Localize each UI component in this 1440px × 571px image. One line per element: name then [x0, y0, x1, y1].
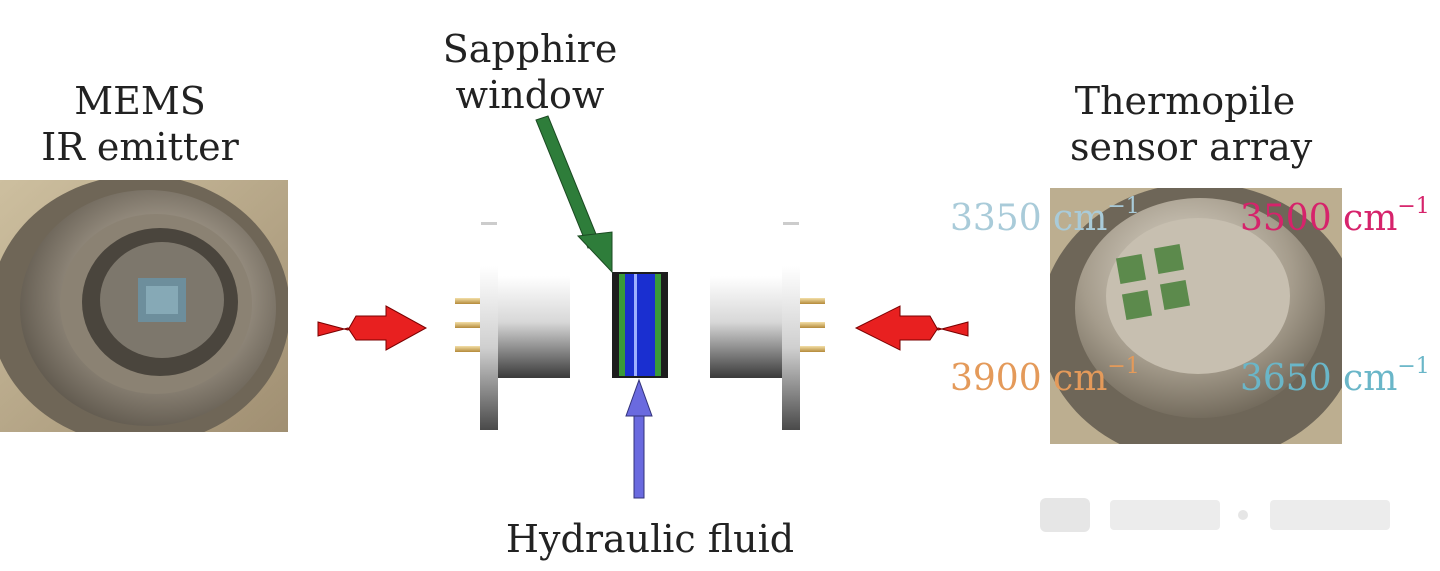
- wavenumber-3500-exp: −1: [1397, 194, 1430, 219]
- sensor-pin-3: [800, 346, 825, 352]
- wavenumber-3350-value: 3350 cm: [950, 198, 1108, 239]
- hydraulic-fluid-layer: [625, 274, 655, 376]
- thermopile-sensor-label: Thermopile sensor array: [1070, 78, 1313, 170]
- wavenumber-3650: 3650 cm−1: [1240, 354, 1430, 399]
- emitter-housing-flange: [480, 266, 498, 430]
- wavenumber-3650-exp: −1: [1397, 354, 1430, 379]
- sensor-housing-body: [710, 276, 782, 378]
- emitter-pin-3: [455, 346, 480, 352]
- thermopile-label-line1: Thermopile: [1074, 79, 1296, 123]
- sensor-pin-2: [800, 322, 825, 328]
- emitter-pin-2: [455, 322, 480, 328]
- thermopile-sensor-photo: [1050, 188, 1342, 444]
- sapphire-window-label: Sapphire window: [420, 26, 640, 118]
- mems-emitter-label: MEMS IR emitter: [40, 78, 240, 170]
- emitter-pin-1: [455, 298, 480, 304]
- wavenumber-3350-exp: −1: [1107, 194, 1140, 219]
- mems-label-line1: MEMS: [74, 79, 206, 123]
- wavenumber-3500: 3500 cm−1: [1240, 194, 1430, 239]
- mems-label-line2: IR emitter: [41, 125, 239, 169]
- hydraulic-fluid-label: Hydraulic fluid: [505, 517, 795, 561]
- wavenumber-3900: 3900 cm−1: [950, 354, 1140, 399]
- wavenumber-3350: 3350 cm−1: [950, 194, 1140, 239]
- wavenumber-3900-exp: −1: [1107, 354, 1140, 379]
- ir-beam-arrow-right: [854, 305, 969, 351]
- mems-emitter-photo: [0, 180, 288, 432]
- sapphire-label-line2: window: [455, 73, 605, 117]
- wavenumber-3900-value: 3900 cm: [950, 358, 1108, 399]
- sapphire-window-left: [619, 274, 625, 376]
- wavenumber-3650-value: 3650 cm: [1240, 358, 1398, 399]
- sapphire-pointer-arrow: [535, 115, 613, 274]
- thermopile-label-line2: sensor array: [1070, 125, 1313, 169]
- wavenumber-3500-value: 3500 cm: [1240, 198, 1398, 239]
- emitter-housing-body: [498, 276, 570, 378]
- sensor-pin-1: [800, 298, 825, 304]
- hydraulic-pointer-arrow: [625, 378, 653, 499]
- watermark-blur: [1040, 498, 1390, 532]
- sensor-housing-flange: [782, 266, 800, 430]
- sapphire-label-line1: Sapphire: [442, 27, 618, 71]
- sapphire-window-right: [655, 274, 661, 376]
- ir-beam-arrow-left: [317, 305, 428, 351]
